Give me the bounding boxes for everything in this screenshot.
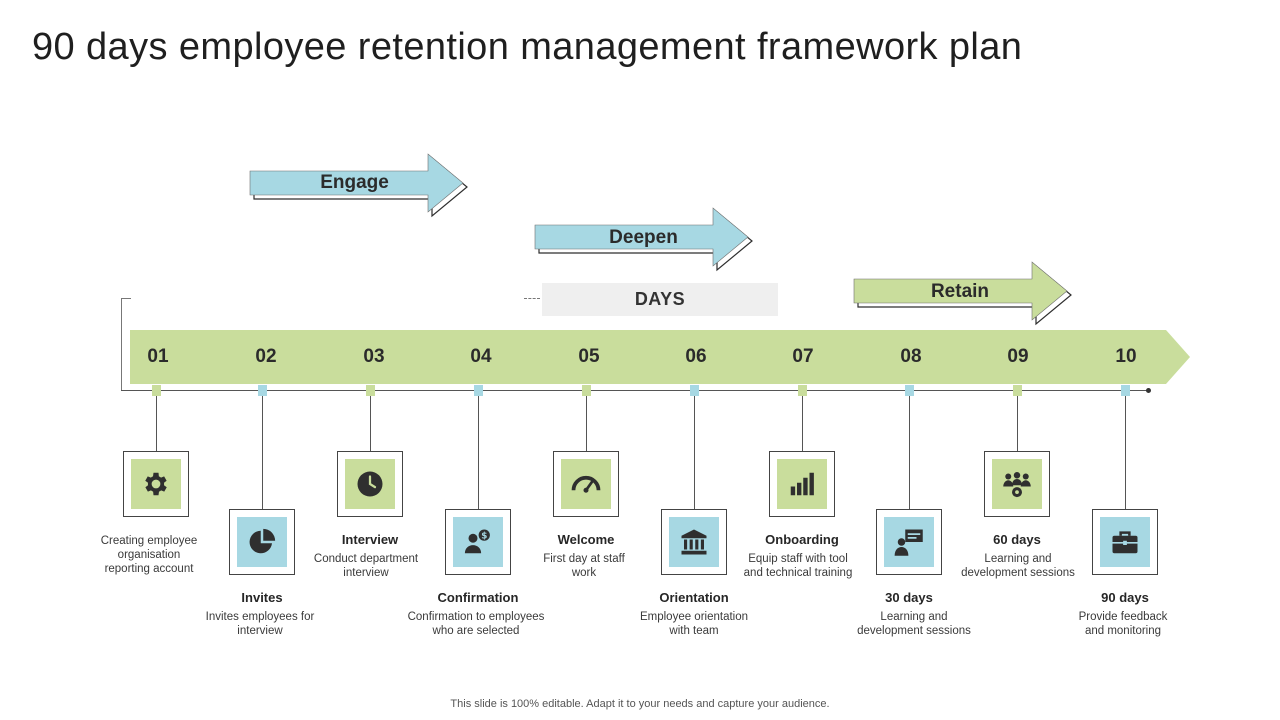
step-number-06: 06 xyxy=(685,346,707,367)
connector-line xyxy=(693,396,695,509)
phase-arrow-deepen: Deepen xyxy=(534,207,753,272)
svg-text:$: $ xyxy=(481,532,487,542)
connector-line xyxy=(585,396,587,451)
step-title: 60 days xyxy=(993,532,1041,547)
step-description: Conduct department interview xyxy=(313,553,419,579)
institution-icon xyxy=(669,517,719,567)
step-title: 30 days xyxy=(885,590,933,605)
user-coin-icon: $ xyxy=(453,517,503,567)
gear-icon xyxy=(131,459,181,509)
connector-line xyxy=(801,396,803,451)
step-title: Orientation xyxy=(659,590,729,605)
step-title: Invites xyxy=(241,590,283,605)
timeline-marker xyxy=(473,385,483,396)
timeline-marker xyxy=(257,385,267,396)
timeline-marker xyxy=(689,385,699,396)
arrow-shape-icon xyxy=(534,207,753,272)
step-description: Equip staff with tool and technical trai… xyxy=(743,553,853,579)
step-icon-frame xyxy=(984,451,1050,517)
days-bracket xyxy=(121,298,131,391)
days-label: DAYS xyxy=(542,283,778,316)
step-description: Employee orientation with team xyxy=(639,611,749,637)
timeline-marker xyxy=(904,385,914,396)
step-description: Creating employee organisation reporting… xyxy=(100,535,198,575)
step-icon-frame xyxy=(876,509,942,575)
presenter-icon xyxy=(884,517,934,567)
timeline-marker xyxy=(1120,385,1130,396)
connector-line xyxy=(369,396,371,451)
step-description: Learning and development sessions xyxy=(857,611,971,637)
step-description: First day at staff work xyxy=(543,553,625,579)
step-number-08: 08 xyxy=(900,346,922,367)
briefcase-icon xyxy=(1100,517,1150,567)
connector-line xyxy=(155,396,157,451)
arrow-shape-icon xyxy=(853,261,1072,326)
timeline-marker xyxy=(1012,385,1022,396)
connector-line xyxy=(477,396,479,509)
timeline-end-dot xyxy=(1146,388,1151,393)
arrow-shape-icon xyxy=(249,153,468,218)
bar-chart-icon xyxy=(777,459,827,509)
step-number-02: 02 xyxy=(255,346,277,367)
step-number-09: 09 xyxy=(1007,346,1029,367)
days-bracket-dash xyxy=(524,298,540,299)
timeline-marker xyxy=(365,385,375,396)
step-icon-frame xyxy=(229,509,295,575)
step-number-07: 07 xyxy=(792,346,814,367)
team-icon xyxy=(992,459,1042,509)
step-icon-frame xyxy=(661,509,727,575)
step-number-03: 03 xyxy=(363,346,385,367)
step-number-10: 10 xyxy=(1115,346,1137,367)
step-icon-frame xyxy=(553,451,619,517)
step-description: Learning and development sessions xyxy=(961,553,1075,579)
step-description: Provide feedback and monitoring xyxy=(1078,611,1168,637)
phase-label-engage: Engage xyxy=(320,172,389,193)
clock-icon xyxy=(345,459,395,509)
timeline-marker xyxy=(581,385,591,396)
connector-line xyxy=(261,396,263,509)
page-title: 90 days employee retention management fr… xyxy=(32,26,1023,68)
phase-label-retain: Retain xyxy=(930,281,990,302)
timeline-band xyxy=(130,330,1190,384)
timeline-marker xyxy=(797,385,807,396)
step-icon-frame xyxy=(337,451,403,517)
connector-line xyxy=(1124,396,1126,509)
step-icon-frame xyxy=(123,451,189,517)
connector-line xyxy=(1016,396,1018,451)
step-number-05: 05 xyxy=(578,346,600,367)
phase-label-deepen: Deepen xyxy=(609,227,678,248)
step-icon-frame: $ xyxy=(445,509,511,575)
pie-chart-icon xyxy=(237,517,287,567)
step-title: Welcome xyxy=(557,532,615,547)
step-description: Invites employees for interview xyxy=(205,611,315,637)
step-title: 90 days xyxy=(1101,590,1149,605)
step-title: Confirmation xyxy=(437,590,519,605)
footer-note: This slide is 100% editable. Adapt it to… xyxy=(450,698,830,710)
timeline-marker xyxy=(151,385,161,396)
connector-line xyxy=(908,396,910,509)
step-description: Confirmation to employees who are select… xyxy=(407,611,545,637)
step-number-01: 01 xyxy=(147,346,169,367)
phase-arrow-retain: Retain xyxy=(853,261,1072,326)
phase-arrow-engage: Engage xyxy=(249,153,468,218)
step-icon-frame xyxy=(769,451,835,517)
step-icon-frame xyxy=(1092,509,1158,575)
step-title: Interview xyxy=(341,532,399,547)
step-title: Onboarding xyxy=(765,532,839,547)
gauge-icon xyxy=(561,459,611,509)
step-number-04: 04 xyxy=(470,346,492,367)
timeline-baseline xyxy=(121,390,1149,391)
